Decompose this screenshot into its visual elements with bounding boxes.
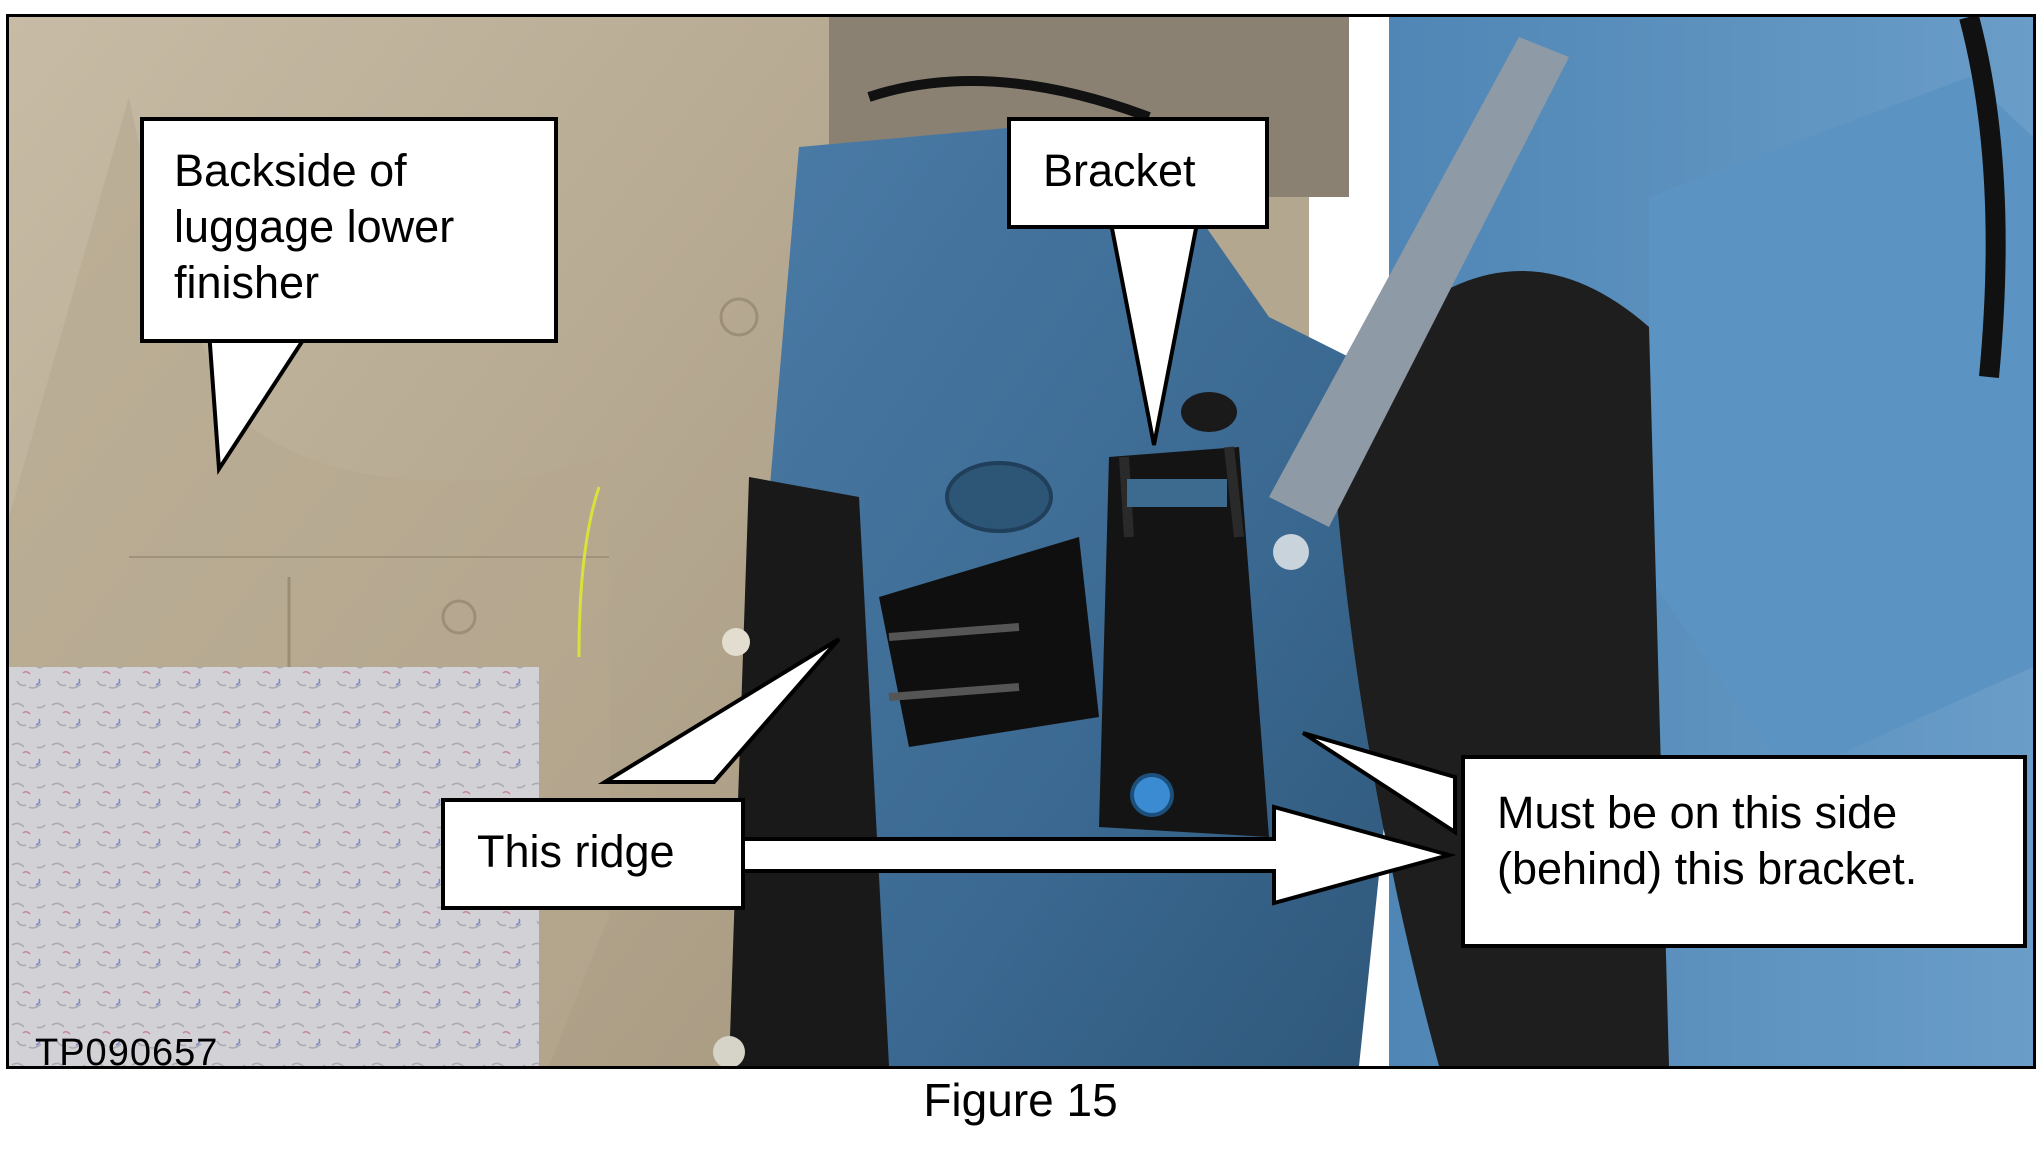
callout-side-text: Must be on this side (behind) this brack…	[1497, 787, 1918, 894]
bracket	[879, 446, 1309, 837]
callout-pointers	[206, 211, 1457, 906]
right-arrow	[734, 804, 1457, 906]
backside-callout-pointer	[206, 329, 313, 476]
callout-ridge: This ridge	[441, 798, 745, 910]
callout-bracket-text: Bracket	[1043, 145, 1196, 196]
callout-ridge-text: This ridge	[477, 826, 675, 877]
bracket-callout-pointer	[1106, 211, 1202, 446]
figure-caption: Figure 15	[923, 1074, 1118, 1126]
ridge-trim-piece	[729, 477, 889, 1066]
callout-backside-finisher: Backside of luggage lower finisher	[140, 117, 558, 343]
callout-bracket-side: Must be on this side (behind) this brack…	[1461, 755, 2027, 948]
trunk-interior-photo	[9, 17, 2033, 1066]
photo: Backside of luggage lower finisher Brack…	[6, 14, 2036, 1069]
callout-bracket: Bracket	[1007, 117, 1269, 229]
ridge-callout-pointer	[597, 637, 841, 784]
side-callout-pointer	[1301, 731, 1457, 836]
callout-backside-text: Backside of luggage lower finisher	[174, 145, 455, 308]
photo-code: TP090657	[35, 1032, 219, 1069]
